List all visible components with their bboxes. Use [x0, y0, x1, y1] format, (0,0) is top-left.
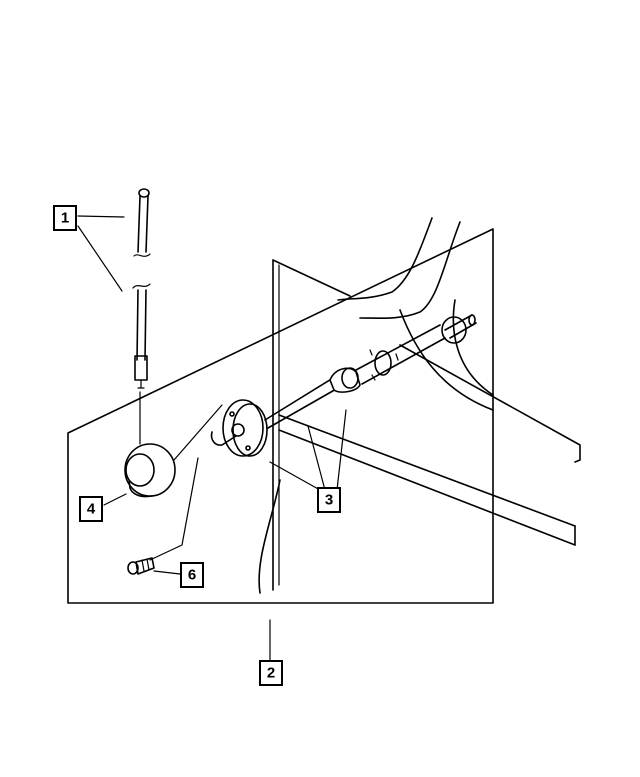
antenna-mast	[132, 188, 151, 389]
callout-label: 2	[267, 665, 275, 682]
fender-panel	[67, 228, 494, 604]
callout-3: 3	[317, 487, 341, 513]
callout-label: 4	[87, 501, 96, 518]
lower-cable-curve	[258, 479, 281, 594]
body-curve	[337, 217, 494, 411]
callout-label: 6	[188, 567, 196, 584]
callout-6: 6	[180, 562, 204, 588]
callout-2: 2	[259, 660, 283, 686]
leader-lines	[77, 215, 347, 661]
callout-1: 1	[53, 205, 77, 231]
antenna-cap	[124, 391, 176, 498]
mounting-screw	[127, 557, 155, 575]
callout-4: 4	[79, 496, 103, 522]
callout-label: 3	[325, 492, 333, 509]
inner-rail	[278, 344, 581, 546]
callout-label: 1	[61, 210, 69, 227]
antenna-base-assembly	[210, 314, 477, 457]
